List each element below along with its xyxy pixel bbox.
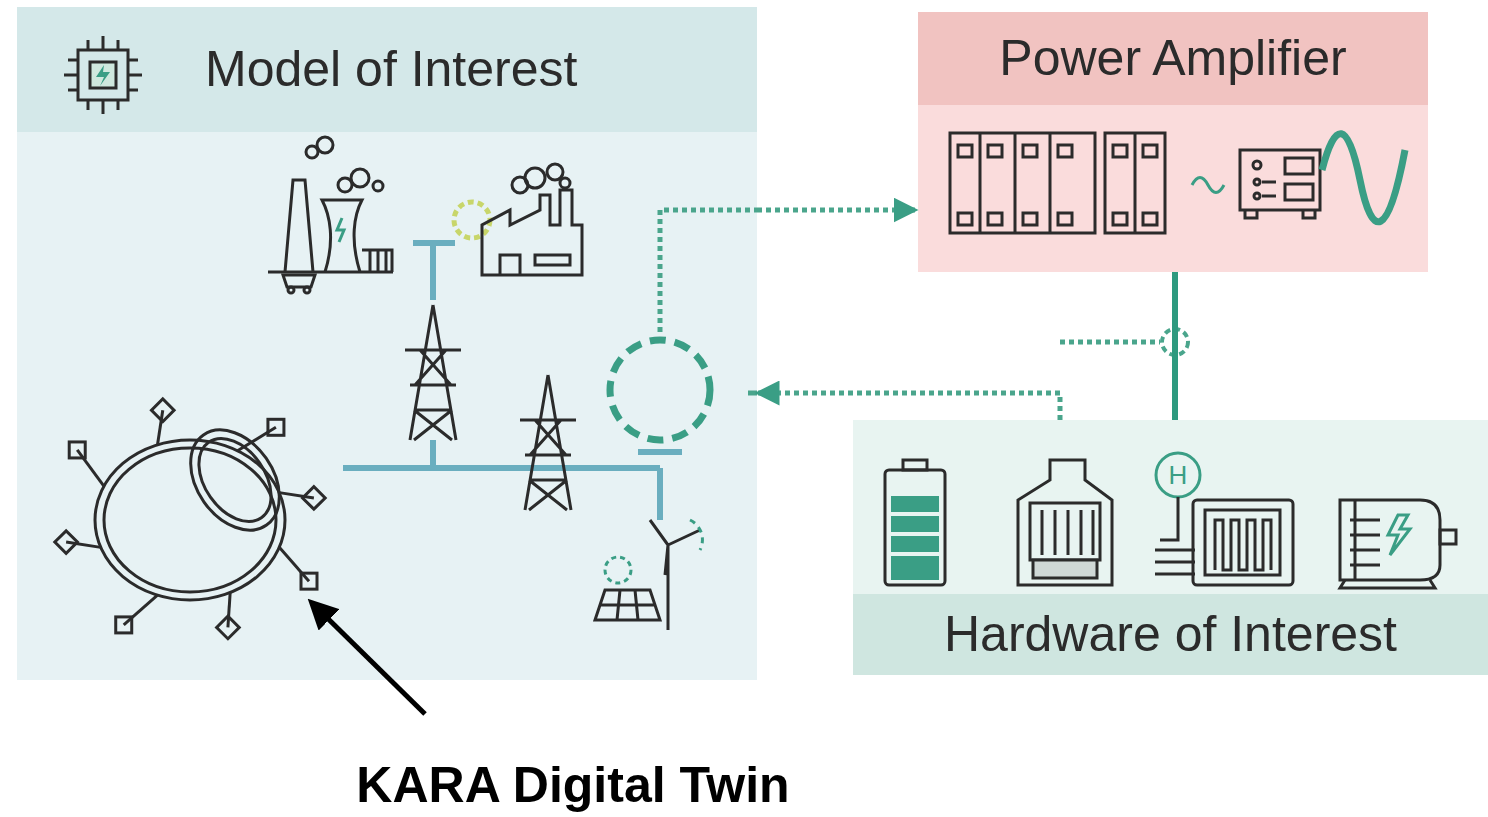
signal-arrow	[757, 393, 1060, 420]
renewables-icon	[595, 520, 702, 630]
power-plant-icon	[268, 137, 393, 293]
amp-panel-ground	[918, 12, 1428, 272]
signal-arrow	[757, 208, 916, 213]
panel-title: Power Amplifier	[999, 31, 1346, 86]
power-line	[1172, 272, 1178, 420]
measurement-wire	[1060, 340, 1160, 345]
coupling-point	[610, 340, 710, 440]
battery-icon	[885, 460, 945, 585]
panel: Power Amplifier	[918, 12, 1428, 272]
factory-icon	[454, 164, 582, 275]
hw-label-band	[853, 594, 1488, 675]
grid-lines	[343, 243, 682, 520]
electrolyser-icon	[1018, 460, 1112, 585]
chip-icon	[64, 36, 142, 114]
panel-title: Model of Interest	[205, 42, 577, 97]
motor-icon	[1340, 500, 1456, 588]
hw-panel-ground	[853, 420, 1488, 675]
model-header-band	[17, 7, 757, 132]
panel: Model of Interest	[17, 7, 757, 680]
panel-title: Hardware of Interest	[944, 607, 1397, 662]
signal-generator	[1192, 134, 1405, 222]
amp-header-band	[918, 12, 1428, 105]
callout-label: KARA Digital Twin	[356, 758, 789, 813]
pylon-icons	[405, 305, 576, 510]
element-symbol: H	[1169, 461, 1188, 490]
signal-wire	[660, 210, 757, 332]
pointer-arrow	[312, 603, 425, 714]
hydrogen-icon	[1155, 453, 1293, 585]
measurement-wire	[748, 391, 757, 396]
panel: Hardware of Interest	[853, 420, 1488, 675]
model-panel-ground	[17, 7, 757, 680]
amplifier-racks	[950, 133, 1165, 233]
accelerator-ring	[55, 399, 325, 639]
